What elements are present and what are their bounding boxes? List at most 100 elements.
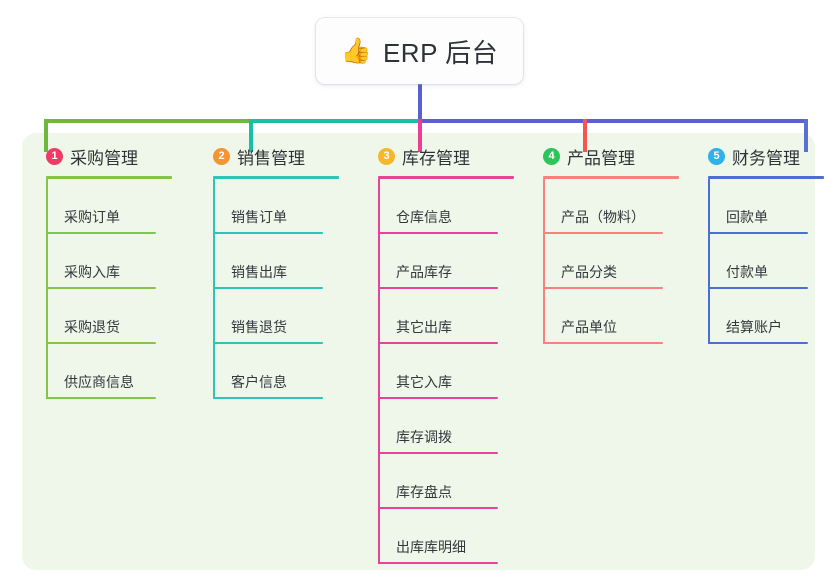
branch-item[interactable]: 产品分类: [531, 234, 691, 289]
branches-panel: [22, 133, 815, 570]
branch-item-label: 销售订单: [231, 209, 287, 225]
branch-item-label: 采购退货: [64, 319, 120, 335]
branch-header-underline: [543, 176, 679, 179]
branch-item-list: 采购订单采购入库采购退货供应商信息: [34, 179, 184, 399]
branch-item-label: 其它出库: [396, 319, 452, 335]
branch-spine: [543, 179, 545, 344]
branch-item[interactable]: 销售退货: [201, 289, 351, 344]
branch-item[interactable]: 采购入库: [34, 234, 184, 289]
branch-item[interactable]: 回款单: [696, 179, 836, 234]
branch-item[interactable]: 供应商信息: [34, 344, 184, 399]
branch-spine: [46, 179, 48, 399]
branch-number-badge: 3: [378, 147, 395, 165]
branch-title: 采购管理: [70, 148, 138, 168]
branch-header-2[interactable]: 2 销售管理: [201, 143, 351, 169]
root-node[interactable]: 👍 ERP 后台: [316, 18, 523, 84]
branch-item[interactable]: 付款单: [696, 234, 836, 289]
branch-item-label: 产品单位: [561, 319, 617, 335]
branch-item-label: 出库库明细: [396, 539, 466, 555]
branch-item-underline: [213, 232, 323, 234]
branch-item-label: 销售出库: [231, 264, 287, 280]
branch-item-underline: [46, 287, 156, 289]
branch-item-label: 产品（物料）: [561, 209, 645, 225]
branch-item[interactable]: 其它出库: [366, 289, 526, 344]
branch-column-3: 3 库存管理仓库信息产品库存其它出库其它入库库存调拨库存盘点出库库明细: [366, 143, 526, 564]
branch-item-underline: [46, 397, 156, 399]
branch-item-label: 结算账户: [726, 319, 782, 335]
branch-item[interactable]: 出库库明细: [366, 509, 526, 564]
branch-column-4: 4 产品管理产品（物料） 产品分类产品单位: [531, 143, 691, 344]
branch-item[interactable]: 采购订单: [34, 179, 184, 234]
branch-header-underline: [213, 176, 339, 179]
branch-item-underline: [213, 287, 323, 289]
branch-item[interactable]: 销售订单: [201, 179, 351, 234]
branch-title: 库存管理: [402, 148, 470, 168]
branch-item-label: 其它入库: [396, 374, 452, 390]
branch-title: 销售管理: [237, 148, 305, 168]
branch-item[interactable]: 销售出库: [201, 234, 351, 289]
branch-item-list: 仓库信息产品库存其它出库其它入库库存调拨库存盘点出库库明细: [366, 179, 526, 564]
branch-spine: [213, 179, 215, 399]
branch-item-underline: [543, 342, 663, 344]
branch-item-underline: [378, 342, 498, 344]
branch-item[interactable]: 其它入库: [366, 344, 526, 399]
branch-number-badge: 4: [543, 147, 560, 165]
branch-item-underline: [213, 397, 323, 399]
branch-item-underline: [46, 232, 156, 234]
branch-item-label: 销售退货: [231, 319, 287, 335]
branch-title: 财务管理: [732, 148, 800, 168]
branch-item-underline: [378, 287, 498, 289]
branch-item-underline: [378, 507, 498, 509]
branch-item-label: 库存调拨: [396, 429, 452, 445]
branch-spine: [708, 179, 710, 344]
branch-item[interactable]: 采购退货: [34, 289, 184, 344]
branch-spine: [378, 179, 380, 564]
branch-number-badge: 1: [46, 147, 63, 165]
branch-item-label: 产品分类: [561, 264, 617, 280]
branch-item-underline: [708, 342, 808, 344]
branch-item-label: 回款单: [726, 209, 768, 225]
branch-item-list: 回款单付款单结算账户: [696, 179, 836, 344]
branch-header-1[interactable]: 1 采购管理: [34, 143, 184, 169]
branch-header-5[interactable]: 5 财务管理: [696, 143, 836, 169]
branch-title: 产品管理: [567, 148, 635, 168]
branch-header-underline: [378, 176, 514, 179]
branch-item-underline: [46, 342, 156, 344]
branch-item-label: 付款单: [726, 264, 768, 280]
branch-column-1: 1 采购管理采购订单采购入库采购退货供应商信息: [34, 143, 184, 399]
branch-item[interactable]: 库存调拨: [366, 399, 526, 454]
branch-item-label: 仓库信息: [396, 209, 452, 225]
branch-item-underline: [543, 287, 663, 289]
branch-item-underline: [378, 562, 498, 564]
branch-header-underline: [708, 176, 824, 179]
branch-item-label: 供应商信息: [64, 374, 134, 390]
branch-item-underline: [543, 232, 663, 234]
branch-item[interactable]: 产品库存: [366, 234, 526, 289]
branch-item-label: 采购订单: [64, 209, 120, 225]
root-title: ERP 后台: [382, 37, 499, 68]
branch-item-underline: [378, 397, 498, 399]
branch-number-badge: 5: [708, 147, 725, 165]
branch-header-4[interactable]: 4 产品管理: [531, 143, 691, 169]
branch-column-5: 5 财务管理回款单付款单结算账户: [696, 143, 836, 344]
branch-item-underline: [378, 232, 498, 234]
branch-item[interactable]: 产品（物料）: [531, 179, 691, 234]
branch-item-list: 产品（物料） 产品分类产品单位: [531, 179, 691, 344]
branch-item[interactable]: 产品单位: [531, 289, 691, 344]
branch-item-underline: [378, 452, 498, 454]
branch-item[interactable]: 仓库信息: [366, 179, 526, 234]
branch-column-2: 2 销售管理销售订单销售出库销售退货客户信息: [201, 143, 351, 399]
branch-number-badge: 2: [213, 147, 230, 165]
branch-item[interactable]: 库存盘点: [366, 454, 526, 509]
branch-item-list: 销售订单销售出库销售退货客户信息: [201, 179, 351, 399]
branch-item[interactable]: 结算账户: [696, 289, 836, 344]
thumbs-up-icon: 👍: [340, 36, 372, 65]
branch-item[interactable]: 客户信息: [201, 344, 351, 399]
branch-item-label: 采购入库: [64, 264, 120, 280]
branch-item-underline: [708, 287, 808, 289]
branch-item-underline: [213, 342, 323, 344]
branch-item-label: 产品库存: [396, 264, 452, 280]
branch-header-3[interactable]: 3 库存管理: [366, 143, 526, 169]
branch-item-label: 客户信息: [231, 374, 287, 390]
